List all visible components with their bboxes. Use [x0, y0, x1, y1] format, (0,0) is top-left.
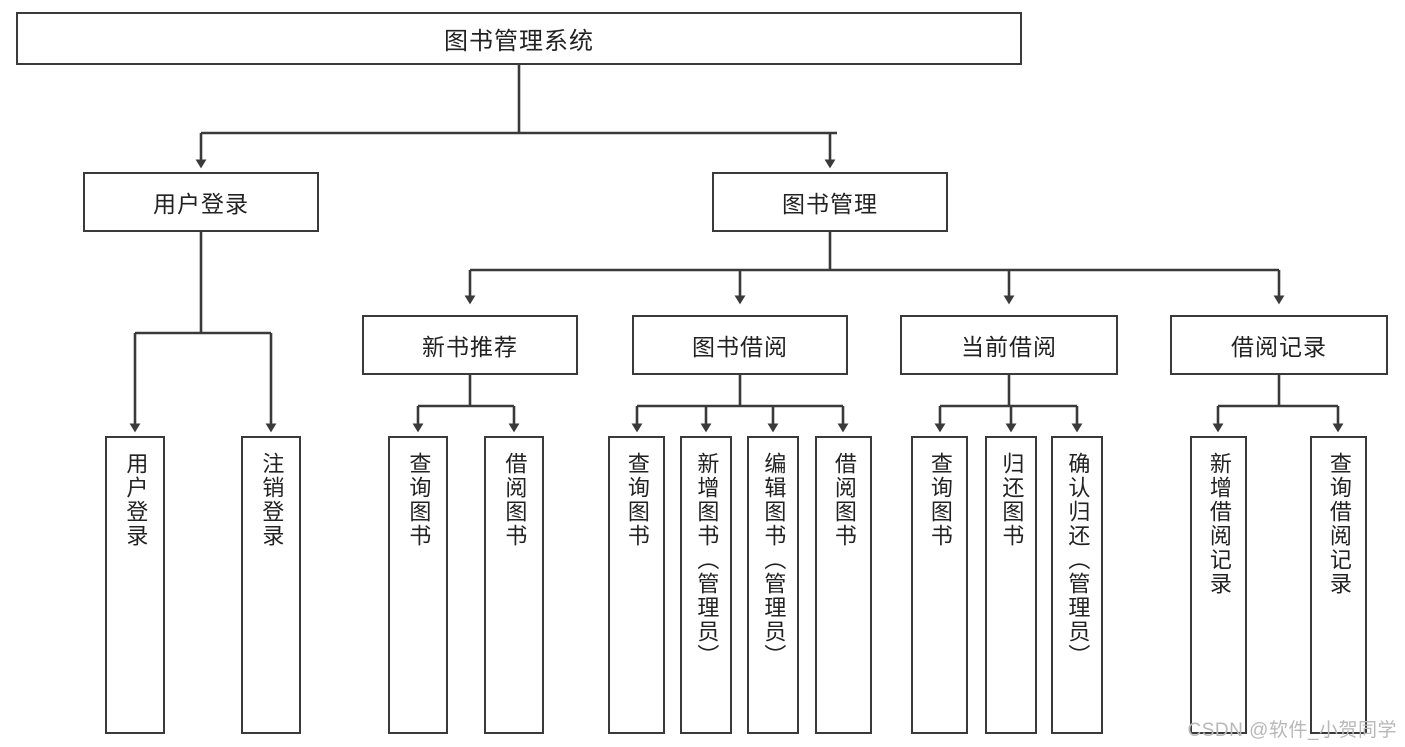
node-borrow-record[interactable]: 借阅记录	[1170, 315, 1388, 375]
node-user-login[interactable]: 用户登录	[83, 172, 319, 232]
node-root[interactable]: 图书管理系统	[16, 12, 1022, 65]
node-leaf-add-borrow-record[interactable]: 新增借阅记录	[1190, 436, 1247, 734]
csdn-watermark: CSDN @软件_小贺同学	[1187, 720, 1397, 741]
node-current-borrow[interactable]: 当前借阅	[900, 315, 1118, 375]
node-leaf-label: 确认归还（管理员）	[1065, 452, 1091, 668]
node-leaf-label: 注销登录	[259, 452, 285, 548]
node-new-book-recommend-label: 新书推荐	[422, 334, 518, 360]
node-leaf-edit-book-admin[interactable]: 编辑图书（管理员）	[747, 436, 799, 734]
node-book-management[interactable]: 图书管理	[712, 172, 948, 232]
node-leaf-label: 借阅图书	[831, 452, 857, 548]
node-leaf-label: 归还图书	[999, 452, 1025, 548]
node-borrow-record-label: 借阅记录	[1231, 334, 1327, 360]
node-leaf-label: 查询图书	[406, 452, 432, 548]
node-leaf-label: 查询图书	[927, 452, 953, 548]
node-leaf-label: 查询借阅记录	[1326, 452, 1352, 596]
node-leaf-confirm-return-admin[interactable]: 确认归还（管理员）	[1051, 436, 1103, 734]
node-leaf-label: 新增借阅记录	[1206, 452, 1232, 596]
node-root-label: 图书管理系统	[444, 28, 594, 55]
node-leaf-label: 编辑图书（管理员）	[761, 452, 787, 668]
node-book-borrow[interactable]: 图书借阅	[632, 315, 848, 375]
node-leaf-borrow-book[interactable]: 借阅图书	[815, 436, 872, 734]
node-leaf-borrow-book-recommend[interactable]: 借阅图书	[484, 436, 544, 734]
node-new-book-recommend[interactable]: 新书推荐	[362, 315, 578, 375]
node-leaf-label: 用户登录	[123, 452, 149, 548]
node-leaf-logout[interactable]: 注销登录	[241, 436, 301, 734]
node-book-management-label: 图书管理	[782, 191, 878, 217]
node-leaf-add-book-admin[interactable]: 新增图书（管理员）	[680, 436, 732, 734]
node-leaf-label: 借阅图书	[502, 452, 528, 548]
node-user-login-label: 用户登录	[153, 191, 249, 217]
node-leaf-return-book[interactable]: 归还图书	[985, 436, 1037, 734]
node-leaf-query-book-recommend[interactable]: 查询图书	[388, 436, 448, 734]
node-leaf-user-login[interactable]: 用户登录	[105, 436, 165, 734]
node-leaf-label: 新增图书（管理员）	[694, 452, 720, 668]
node-leaf-query-book-current[interactable]: 查询图书	[911, 436, 968, 734]
node-leaf-query-borrow-record[interactable]: 查询借阅记录	[1310, 436, 1367, 734]
node-current-borrow-label: 当前借阅	[961, 334, 1057, 360]
node-leaf-query-book-borrow[interactable]: 查询图书	[608, 436, 665, 734]
node-book-borrow-label: 图书借阅	[692, 334, 788, 360]
node-leaf-label: 查询图书	[624, 452, 650, 548]
